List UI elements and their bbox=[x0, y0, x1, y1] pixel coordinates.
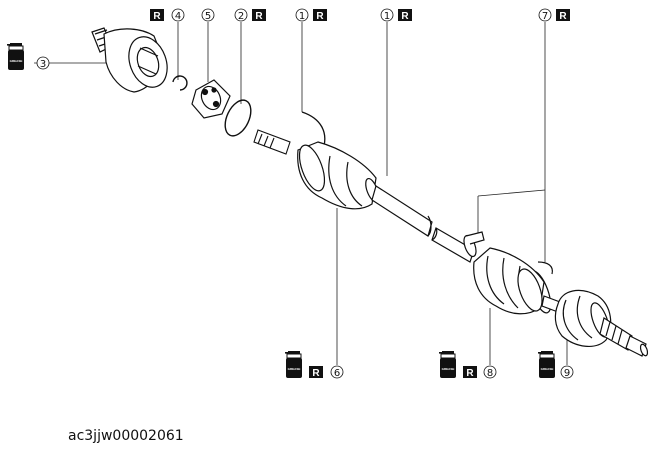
svg-text:GREASE: GREASE bbox=[10, 59, 23, 63]
grease-can-icon: GREASE bbox=[537, 350, 556, 379]
svg-text:R: R bbox=[153, 11, 161, 22]
svg-text:1: 1 bbox=[384, 11, 390, 22]
callout-6: GREASE R 6 bbox=[284, 350, 344, 379]
svg-text:7: 7 bbox=[542, 11, 548, 22]
svg-text:1: 1 bbox=[299, 11, 305, 22]
callout-1-right: 1 R bbox=[380, 8, 412, 22]
svg-text:9: 9 bbox=[564, 368, 570, 379]
svg-text:R: R bbox=[312, 368, 320, 379]
svg-text:GREASE: GREASE bbox=[541, 367, 554, 371]
grease-can-icon: GREASE bbox=[284, 350, 303, 379]
svg-text:R: R bbox=[255, 11, 263, 22]
snap-ring-large bbox=[224, 99, 252, 137]
callout-4: R 4 bbox=[150, 8, 185, 22]
snap-ring-small bbox=[172, 75, 188, 91]
grease-can-icon: GREASE bbox=[438, 350, 457, 379]
outer-joint-housing bbox=[91, 27, 168, 93]
callout-3: GREASE 3 bbox=[6, 42, 50, 71]
svg-text:R: R bbox=[559, 11, 567, 22]
outer-boot bbox=[473, 247, 545, 315]
shaft-spline-end bbox=[253, 129, 291, 155]
callout-8: GREASE R 8 bbox=[438, 350, 497, 379]
svg-text:3: 3 bbox=[40, 59, 46, 70]
svg-text:R: R bbox=[401, 11, 409, 22]
svg-text:6: 6 bbox=[334, 368, 340, 379]
callout-9: GREASE 9 bbox=[537, 350, 574, 379]
svg-text:R: R bbox=[316, 11, 324, 22]
exploded-drive-shaft-diagram: R 4 5 2 R 1 R 1 R 7 R GREASE 3 bbox=[6, 8, 649, 379]
callout-1-left: 1 R bbox=[295, 8, 327, 22]
svg-text:5: 5 bbox=[205, 11, 211, 22]
svg-text:8: 8 bbox=[487, 368, 493, 379]
callout-2: 2 R bbox=[234, 8, 266, 22]
grease-can-icon: GREASE bbox=[6, 42, 25, 71]
svg-text:GREASE: GREASE bbox=[288, 367, 301, 371]
inner-boot bbox=[297, 141, 379, 210]
callout-5: 5 bbox=[201, 8, 215, 22]
axle-shaft bbox=[371, 185, 475, 263]
callout-7: 7 R bbox=[538, 8, 570, 22]
svg-text:GREASE: GREASE bbox=[442, 367, 455, 371]
svg-text:2: 2 bbox=[238, 11, 244, 22]
spider-bearing bbox=[191, 79, 231, 119]
svg-text:R: R bbox=[466, 368, 474, 379]
outer-cv-joint bbox=[541, 289, 649, 357]
svg-text:4: 4 bbox=[175, 11, 181, 22]
figure-id-caption: ac3jjw00002061 bbox=[68, 428, 184, 444]
boot-band-right bbox=[463, 231, 553, 314]
